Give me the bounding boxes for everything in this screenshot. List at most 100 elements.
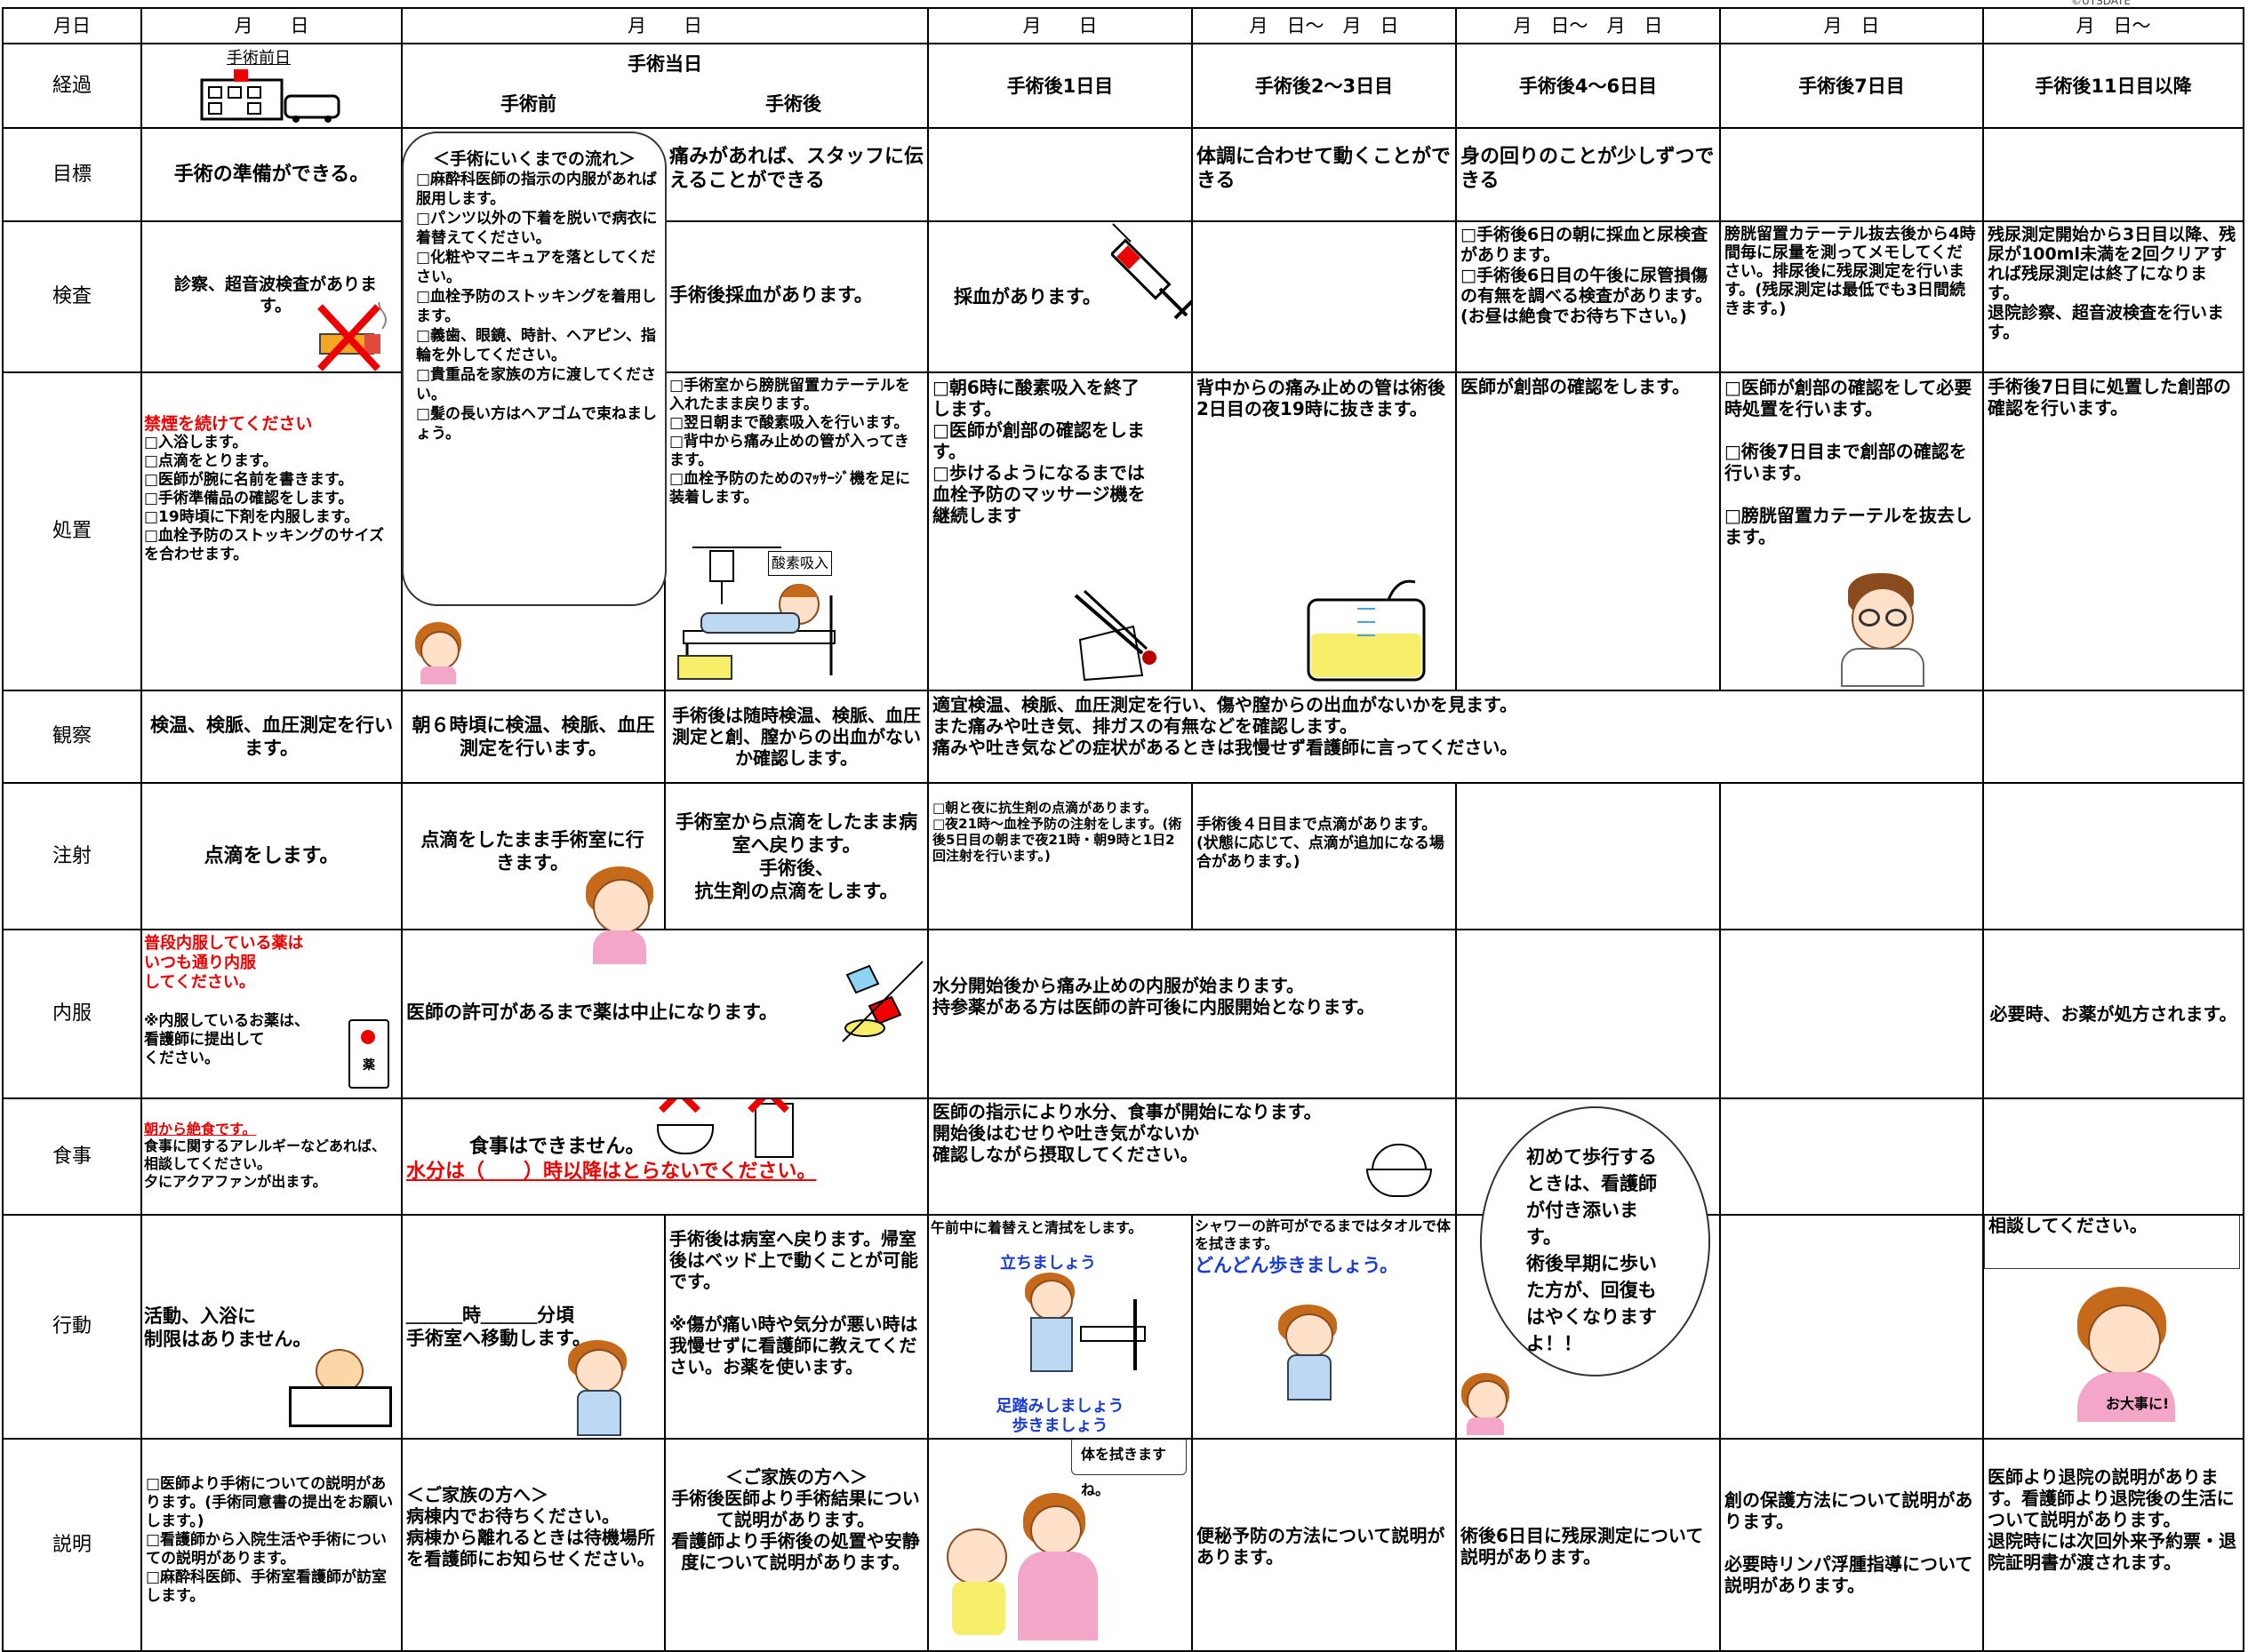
stage-op-day-label: 手術当日	[628, 53, 702, 75]
explanation-op-before: ＜ご家族の方へ＞ 病棟内でお待ちください。 病棟から離れるときは待機場所を看護師…	[403, 1440, 666, 1652]
meals-pre: 朝から絶食です。 食事に関するアレルギーなどあれば、相談してください。 夕にアク…	[142, 1099, 403, 1216]
exam-op-after: 手術後採血があります。	[666, 222, 929, 373]
header-date-6: 月 日	[1721, 7, 1984, 44]
injection-op-after: 手術室から点滴をしたまま病室へ戻ります。 手術後、 抗生剤の点滴をします。	[666, 784, 929, 930]
stage-day2-3: 手術後2〜3日目	[1193, 44, 1457, 129]
observation-day7	[1721, 691, 1984, 784]
row-label-meals: 食事	[2, 1099, 142, 1216]
flow-box-body: □麻酔科医師の指示の内服があれば服用します。 □パンツ以外の下着を脱いで病衣に着…	[416, 171, 658, 443]
observation-pre: 検温、検脈、血圧測定を行います。	[142, 691, 403, 784]
exam-pre-text: 診察、超音波検査があります。	[173, 275, 377, 315]
stage-day7: 手術後7日目	[1721, 44, 1984, 129]
exam-day7: 膀胱留置カテーテル抜去後から4時間毎に尿量を測ってメモしてください。排尿後に残尿…	[1721, 222, 1984, 373]
explanation-op-before-title: ＜ご家族の方へ＞	[406, 1484, 548, 1505]
wipe-body-bubble: 体を拭きますね。	[1071, 1440, 1187, 1498]
meals-day1: 医師の指示により水分、食事が開始になります。 開始後はむせりや吐き気がないか 確…	[929, 1099, 1457, 1216]
treatment-op-after-text: □手術室から膀胱留置カテーテルを入れたまま戻ります。 □翌日朝まで酸素吸入を行い…	[669, 377, 911, 507]
nurse-small-illustration	[1458, 1373, 1513, 1435]
stage-pre-op: 手術前日	[142, 44, 403, 129]
treatment-pre: 禁煙を続けてください □入浴します。 □点滴をとります。 □医師が腕に名前を書き…	[142, 373, 403, 691]
goal-day4-6: 身の回りのことが少しずつできる	[1457, 129, 1721, 222]
stage-op-day: 手術当日 手術前 手術後	[403, 44, 929, 129]
activity-day1: 午前中に着替えと清拭をします。 立ちましょう 足踏みしましょう 歩きましょう	[929, 1216, 1193, 1440]
exam-day1: 採血があります。	[929, 222, 1193, 373]
meals-pre-text: 食事に関するアレルギーなどあれば、相談してください。 夕にアクアファンが出ます。	[144, 1137, 387, 1190]
row-label-medication: 内服	[2, 930, 142, 1099]
meals-op-day: 食事はできません。 水分は（ ）時以降はとらないでください。 ✕ ✕	[403, 1099, 929, 1216]
treatment-pre-text: □入浴します。 □点滴をとります。 □医師が腕に名前を書きます。 □手術準備品の…	[144, 434, 385, 563]
patient-walking-illustration	[563, 1340, 634, 1438]
observation-op-after: 手術後は随時検温、検脈、血圧測定と創、膣からの出血がないか確認します。	[666, 691, 929, 784]
syringe-icon	[1111, 223, 1191, 320]
patient-in-bed-illustration	[677, 547, 836, 680]
bath-illustration	[289, 1349, 392, 1429]
stage-op-before-label: 手術前	[500, 93, 556, 115]
row-label-observation: 観察	[2, 691, 142, 784]
exam-pre: 診察、超音波検査があります。	[142, 222, 403, 373]
corner-note: ©UTSDATE	[2071, 0, 2131, 7]
treatment-day7-text: □医師が創部の確認をして必要時処置を行います。 □術後7日目まで創部の確認を行い…	[1724, 377, 1972, 547]
injection-day11	[1984, 784, 2244, 930]
stage-day11: 手術後11日目以降	[1984, 44, 2244, 129]
activity-day4-6	[1457, 1216, 1721, 1440]
goal-day1	[929, 129, 1193, 222]
meals-day1-text: 医師の指示により水分、食事が開始になります。 開始後はむせりや吐き気がないか 確…	[932, 1101, 1322, 1165]
medicine-bag-label: 薬	[363, 1058, 375, 1073]
injection-day2-3: 手術後４日目まで点滴があります。(状態に応じて、点滴が追加になる場合があります。…	[1193, 784, 1457, 930]
explanation-day2-3: 便秘予防の方法について説明があります。	[1193, 1440, 1457, 1652]
explanation-op-after: ＜ご家族の方へ＞ 手術後医師より手術結果について説明があります。 看護師より手術…	[666, 1440, 929, 1652]
row-label-activity: 行動	[2, 1216, 142, 1440]
no-food-icon: ✕	[650, 1099, 721, 1161]
observation-later: 適宜検温、検脈、血圧測定を行い、傷や膣からの出血がないかを見ます。 また痛みや吐…	[929, 691, 1721, 784]
stage-day1: 手術後1日目	[929, 44, 1193, 129]
treatment-pre-red: 禁煙を続けてください	[144, 414, 313, 434]
walking-advice-bubble: 初めて歩行するときは、看護師が付き添います。 術後早期に歩いた方が、回復もはやく…	[1480, 1106, 1710, 1377]
injection-op-before-text: 点滴をしたまま手術室に行きます。	[420, 829, 644, 874]
doctor-illustration	[1832, 573, 1930, 687]
explanation-op-after-title: ＜ご家族の方へ＞	[725, 1466, 868, 1488]
nurse-wiping-illustration	[947, 1493, 1107, 1644]
stage-pre-op-label: 手術前日	[227, 49, 291, 68]
header-date-7: 月 日〜	[1984, 7, 2244, 44]
activity-op-before: ＿＿＿時＿＿＿分頃 手術室へ移動します。	[403, 1216, 666, 1440]
row-label-explanation: 説明	[2, 1440, 142, 1652]
walking-advice-text: 初めて歩行するときは、看護師が付き添います。 術後早期に歩いた方が、回復もはやく…	[1526, 1146, 1657, 1354]
nurse-illustration	[412, 622, 465, 684]
medication-op-day-text: 医師の許可があるまで薬は中止になります。	[406, 1002, 778, 1023]
medication-day4-6	[1457, 930, 1721, 1099]
oxygen-label: 酸素吸入	[768, 551, 833, 576]
row-label-injection: 注射	[2, 784, 142, 930]
activity-day1-stand: 立ちましょう	[1000, 1254, 1096, 1273]
injection-day4-6	[1457, 784, 1721, 930]
header-date-3: 月 日	[929, 7, 1193, 44]
injection-day1: □朝と夜に抗生剤の点滴があります。 □夜21時〜血栓予防の注射をします。(術後5…	[929, 784, 1193, 930]
exam-day4-6: □手術後6日の朝に採血と尿検査があります。 □手術後6日目の午後に尿管損傷の有無…	[1457, 222, 1721, 373]
activity-op-before-time: ＿＿＿時＿＿＿分頃	[406, 1305, 574, 1326]
explanation-day11: 医師より退院の説明があります。看護師より退院後の生活について説明があります。 退…	[1984, 1440, 2244, 1652]
meals-pre-red: 朝から絶食です。	[144, 1121, 257, 1137]
activity-day11-text: 職場復帰、旅行などは医師に相談してください。	[1984, 1216, 2240, 1269]
exam-day1-text: 採血があります。	[954, 286, 1101, 307]
explanation-op-after-text: 手術後医師より手術結果について説明があります。 看護師より手術後の処置や安静度に…	[671, 1488, 920, 1573]
row-label-treatment: 処置	[2, 373, 142, 691]
medicine-bag-icon: 薬	[348, 1019, 389, 1089]
observation-day11	[1984, 691, 2244, 784]
treatment-day1: □朝6時に酸素吸入を終了します。 □医師が創部の確認をします。 □歩けるようにな…	[929, 373, 1193, 691]
activity-day7	[1721, 1216, 1984, 1440]
treatment-day2-3: 背中からの痛み止めの管は術後2日目の夜19時に抜きます。	[1193, 373, 1457, 691]
meals-op-day-red: 水分は（ ）時以降はとらないでください。	[406, 1161, 817, 1183]
header-date-1: 月 日	[142, 7, 403, 44]
row-label-goal: 目標	[2, 129, 142, 222]
flow-box: ＜手術にいくまでの流れ＞ □麻酔科医師の指示の内服があれば服用します。 □パンツ…	[402, 132, 667, 606]
stage-day4-6: 手術後4〜6日目	[1457, 44, 1721, 129]
hospital-icon	[200, 69, 340, 123]
exam-day2-3	[1193, 222, 1457, 373]
header-date-4: 月 日〜 月 日	[1193, 7, 1457, 44]
no-smoking-icon	[317, 302, 387, 371]
stage-op-after-label: 手術後	[765, 93, 821, 115]
activity-day11: 職場復帰、旅行などは医師に相談してください。 お大事に!	[1984, 1216, 2244, 1440]
patient-standing-illustration	[1009, 1273, 1146, 1372]
activity-pre-text: 活動、入浴に 制限はありません。	[144, 1305, 312, 1350]
header-date-5: 月 日〜 月 日	[1457, 7, 1721, 44]
